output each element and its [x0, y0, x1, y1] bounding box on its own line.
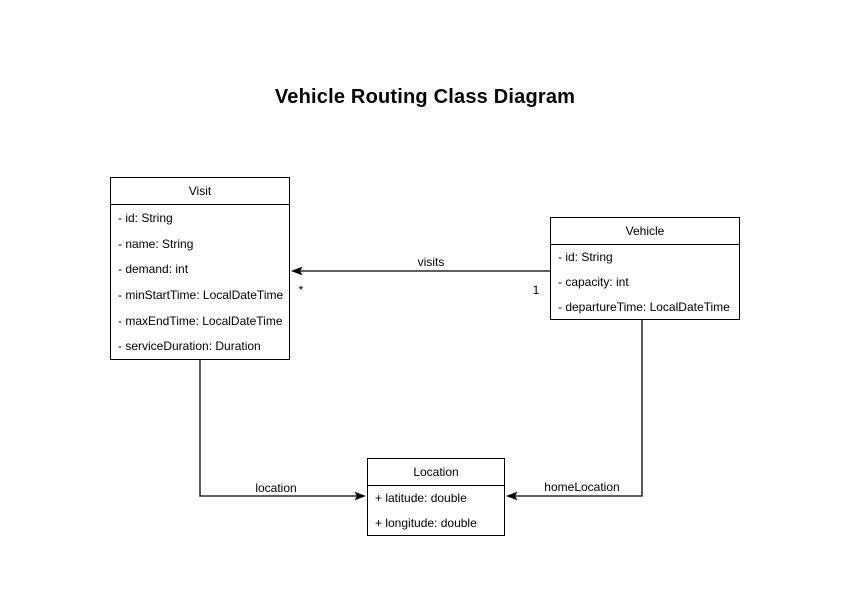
association-label-visits: visits	[415, 255, 447, 269]
class-name-vehicle: Vehicle	[551, 218, 739, 245]
attribute-row: - minStartTime: LocalDateTime	[118, 287, 284, 302]
multiplicity-visits-source: 1	[532, 283, 540, 297]
attribute-row: - departureTime: LocalDateTime	[558, 299, 730, 314]
association-homelocation-line	[514, 320, 643, 497]
attribute-row: - demand: int	[118, 262, 189, 277]
diagram-title: Vehicle Routing Class Diagram	[274, 86, 576, 108]
attribute-row: - maxEndTime: LocalDateTime	[118, 313, 283, 328]
attribute-row: + longitude: double	[375, 515, 477, 530]
multiplicity-visits-target: *	[298, 283, 304, 297]
class-box-vehicle: Vehicle - id: String - capacity: int - d…	[550, 217, 740, 320]
class-name-visit: Visit	[111, 178, 289, 205]
attribute-row: - capacity: int	[558, 275, 629, 289]
attribute-row: + latitude: double	[375, 491, 467, 506]
association-location-line	[199, 360, 358, 497]
class-box-visit: Visit - id: String - name: String - dema…	[110, 177, 290, 360]
attribute-row: - name: String	[118, 236, 194, 251]
attribute-list-vehicle: - id: String - capacity: int - departure…	[551, 245, 739, 319]
class-name-location: Location	[368, 459, 504, 486]
attribute-list-visit: - id: String - name: String - demand: in…	[111, 205, 289, 359]
attribute-row: - serviceDuration: Duration	[118, 339, 261, 354]
association-label-location: location	[253, 481, 299, 495]
association-homelocation-edge	[506, 320, 643, 501]
attribute-list-location: + latitude: double + longitude: double	[368, 486, 504, 535]
attribute-row: - id: String	[558, 250, 613, 265]
arrowhead-homelocation-icon	[506, 491, 518, 501]
class-box-location: Location + latitude: double + longitude:…	[367, 458, 505, 536]
arrowhead-visits-icon	[291, 266, 303, 276]
association-label-homelocation: homeLocation	[542, 480, 622, 494]
attribute-row: - id: String	[118, 210, 173, 225]
arrowhead-location-icon	[354, 491, 366, 501]
association-location-edge	[199, 360, 366, 501]
